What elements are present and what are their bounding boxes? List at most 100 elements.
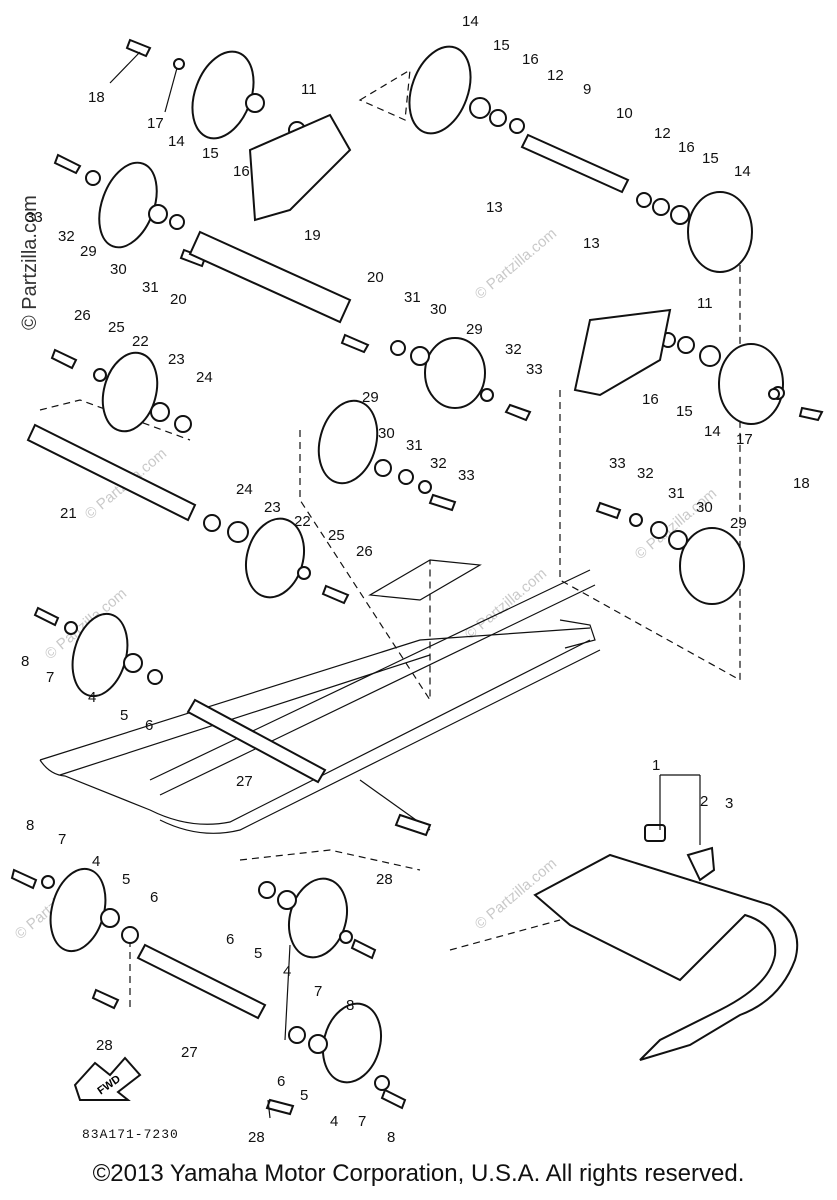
arm-bracket-left	[248, 113, 352, 222]
watermark-text: © Partzilla.com	[472, 225, 560, 303]
wheel	[718, 343, 784, 425]
bolt	[10, 868, 38, 890]
callout-label: 29	[730, 515, 747, 532]
bearing	[121, 926, 139, 944]
bolt	[380, 1088, 407, 1110]
callout-label: 5	[300, 1087, 308, 1104]
callout-label: 30	[696, 499, 713, 516]
bolt	[321, 584, 350, 605]
callout-label: 5	[254, 945, 262, 962]
callout-label: 31	[668, 485, 685, 502]
bearing	[277, 890, 297, 910]
bearing	[650, 521, 668, 539]
bearing	[489, 109, 507, 127]
callout-label: 4	[88, 689, 96, 706]
callout-label: 23	[168, 351, 185, 368]
wheel	[408, 45, 472, 135]
wheel	[687, 191, 753, 273]
bearing	[147, 669, 163, 685]
callout-label: 12	[654, 125, 671, 142]
callout-label: 33	[609, 455, 626, 472]
wheel	[317, 399, 379, 485]
callout-label: 7	[58, 831, 66, 848]
callout-label: 4	[92, 853, 100, 870]
side-watermark: © Partzilla.com	[19, 195, 41, 330]
callout-label: 31	[406, 437, 423, 454]
callout-label: 3	[725, 795, 733, 812]
callout-label: 15	[702, 150, 719, 167]
arm-brackets	[248, 113, 672, 397]
callout-label: 6	[277, 1073, 285, 1090]
arm-bracket-right	[573, 308, 672, 397]
bearing	[398, 469, 414, 485]
bearing	[699, 345, 721, 367]
fwd-arrow: FWD	[73, 1056, 142, 1101]
callout-label: 8	[387, 1129, 395, 1145]
callout-label: 19	[304, 227, 321, 244]
bearing	[418, 480, 432, 494]
callout-label: 22	[132, 333, 149, 350]
bearing	[169, 214, 185, 230]
bearings	[41, 58, 785, 1091]
bearing	[174, 415, 192, 433]
callout-label: 16	[522, 51, 539, 68]
bearing	[93, 368, 107, 382]
bearing	[227, 521, 249, 543]
bearing	[297, 566, 311, 580]
callout-label: 25	[108, 319, 125, 336]
callout-label: 26	[74, 307, 91, 324]
callout-label: 22	[294, 513, 311, 530]
callout-label: 16	[233, 163, 250, 180]
callout-label: 14	[704, 423, 721, 440]
bearing	[410, 346, 430, 366]
bearing	[41, 875, 55, 889]
bearing	[670, 205, 690, 225]
slide-rails	[39, 559, 601, 834]
callout-label: 14	[734, 163, 751, 180]
bolt	[50, 348, 78, 370]
bearing	[677, 336, 695, 354]
callout-label: 7	[46, 669, 54, 686]
callout-label: 13	[486, 199, 503, 216]
callout-label: 1	[652, 757, 660, 774]
callout-label: 14	[462, 13, 479, 30]
callout-label: 6	[226, 931, 234, 948]
wheel	[288, 877, 348, 959]
callout-label: 6	[150, 889, 158, 906]
axle-19	[188, 230, 352, 324]
bearing	[668, 530, 688, 550]
callout-label: 29	[80, 243, 97, 260]
callout-label: 28	[96, 1037, 113, 1054]
wheel	[49, 867, 107, 953]
callout-label: 26	[356, 543, 373, 560]
callout-label: 31	[404, 289, 421, 306]
callout-label: 2	[700, 793, 708, 810]
callout-label: 15	[202, 145, 219, 162]
bearing	[245, 93, 265, 113]
axle-21	[26, 423, 197, 522]
callout-label: 4	[283, 963, 291, 980]
bearing	[374, 459, 392, 477]
bolt	[428, 493, 457, 512]
callout-label: 7	[358, 1113, 366, 1130]
callout-label: 4	[330, 1113, 338, 1130]
callout-label: 32	[505, 341, 522, 358]
bearing	[480, 388, 494, 402]
callout-label: 5	[122, 871, 130, 888]
callout-label: 33	[458, 467, 475, 484]
bearing	[629, 513, 643, 527]
callout-label: 13	[583, 235, 600, 252]
bearing	[374, 1075, 390, 1091]
callout-label: 7	[314, 983, 322, 1000]
callout-label: 18	[793, 475, 810, 492]
bearing	[203, 514, 221, 532]
callout-label: 17	[147, 115, 164, 132]
callout-label: 32	[58, 228, 75, 245]
bolt	[504, 403, 532, 422]
bolt	[53, 153, 82, 175]
bearing	[469, 97, 491, 119]
track-clip-2	[644, 824, 666, 842]
wheel	[424, 337, 486, 409]
track-clip-3	[686, 846, 716, 882]
axle-27-lower	[136, 943, 267, 1020]
